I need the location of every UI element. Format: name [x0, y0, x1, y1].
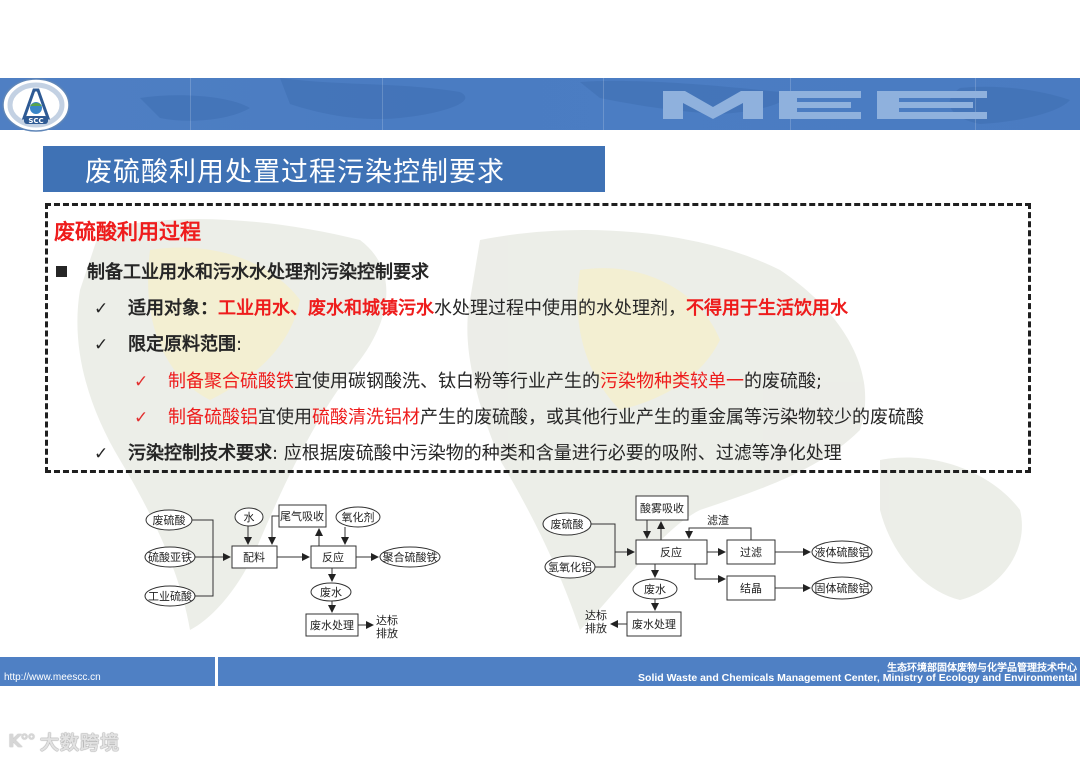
node-industrial-acid: 工业硫酸	[148, 589, 192, 603]
item-text: 产生的废硫酸，或其他行业产生的重金属等污染物较少的废硫酸	[420, 407, 924, 428]
highlight-text: 不得用于生活饮用水	[686, 298, 848, 319]
node-treatment: 废水处理	[632, 617, 676, 631]
check-icon: ✓	[94, 299, 109, 319]
node-treatment: 废水处理	[310, 618, 354, 632]
item-pollution-control: ✓ 污染控制技术要求: 应根据废硫酸中污染物的种类和含量进行必要的吸附、过滤等净化…	[94, 442, 842, 466]
logo-text: SCC	[28, 117, 43, 125]
node-wastewater: 废水	[644, 582, 666, 596]
node-aluminum-hydroxide: 氢氧化铝	[548, 560, 592, 574]
footer-left-panel: http://www.meescc.cn	[0, 657, 215, 686]
node-waste-acid: 废硫酸	[153, 513, 186, 527]
node-ferrous-sulfate: 硫酸亚铁	[148, 550, 192, 564]
highlight-text: 制备硫酸铝	[168, 407, 258, 428]
item-text: 水处理过程中使用的水处理剂，	[434, 298, 686, 319]
node-reaction: 反应	[660, 545, 682, 559]
check-icon: ✓	[134, 372, 149, 392]
item-text: 的废硫酸;	[744, 371, 823, 392]
footer-right-panel: 生态环境部固体废物与化学品管理技术中心 Solid Waste and Chem…	[218, 657, 1080, 686]
check-icon: ✓	[94, 444, 109, 464]
letter-e	[779, 91, 861, 119]
node-wastewater: 废水	[320, 585, 342, 599]
footer-org-en: Solid Waste and Chemicals Management Cen…	[638, 672, 1077, 684]
header-banner	[0, 78, 1080, 130]
item-applicable-scope: ✓ 适用对象：工业用水、废水和城镇污水水处理过程中使用的水处理剂，不得用于生活饮用…	[94, 297, 848, 321]
node-waste-acid: 废硫酸	[551, 517, 584, 531]
check-icon: ✓	[134, 408, 149, 428]
banner-divider	[382, 78, 383, 130]
node-crystallization: 结晶	[740, 582, 762, 595]
node-mixing: 配料	[243, 550, 265, 564]
watermark-text: 大数跨境	[39, 732, 120, 754]
highlight-text: 污染物种类较单一	[600, 371, 744, 392]
node-filter-residue: 滤渣	[707, 513, 729, 527]
item-raw-material-scope: ✓ 限定原料范围:	[94, 333, 242, 357]
banner-divider	[190, 78, 191, 130]
section-title: 废硫酸利用过程	[54, 220, 201, 244]
node-product: 聚合硫酸铁	[383, 550, 438, 564]
letter-m	[663, 91, 763, 119]
node-reaction: 反应	[322, 550, 344, 564]
highlight-text: 硫酸清洗铝材	[312, 407, 420, 428]
node-water: 水	[244, 511, 255, 524]
footer-bar: http://www.meescc.cn 生态环境部固体废物与化学品管理技术中心…	[0, 657, 1080, 686]
node-discharge: 达标	[376, 613, 398, 627]
item-text: 宜使用碳钢酸洗、钛白粉等行业产生的	[294, 371, 600, 392]
mee-banner-letters	[663, 91, 987, 119]
sub-item-ferric: ✓ 制备聚合硫酸铁宜使用碳钢酸洗、钛白粉等行业产生的污染物种类较单一的废硫酸;	[134, 370, 822, 394]
node-discharge: 排放	[585, 621, 607, 635]
highlight-text: 工业用水、废水和城镇污水	[218, 298, 434, 319]
ferric-sulfate-flow-diagram: 废硫酸 硫酸亚铁 工业硫酸 水 尾气吸收 氧化剂 配料 反应 聚合硫酸铁 废水 …	[144, 504, 441, 640]
main-bullet-text: 制备工业用水和污水水处理剂污染控制要求	[87, 262, 429, 283]
item-label: 污染控制技术要求	[128, 443, 272, 464]
square-bullet-icon	[56, 266, 67, 277]
node-filtration: 过滤	[740, 546, 762, 559]
item-label: 适用对象：	[128, 298, 218, 319]
slide-title-bar: 废硫酸利用处置过程污染控制要求	[43, 146, 605, 192]
scc-logo: SCC	[2, 78, 70, 132]
banner-divider	[975, 78, 976, 130]
item-text: : 应根据废硫酸中污染物的种类和含量进行必要的吸附、过滤等净化处理	[272, 443, 842, 464]
item-label: 限定原料范围	[128, 334, 236, 355]
footer-url[interactable]: http://www.meescc.cn	[4, 672, 101, 683]
content-frame: 废硫酸利用过程 制备工业用水和污水水处理剂污染控制要求 ✓ 适用对象：工业用水、废…	[45, 203, 1031, 473]
node-acid-mist: 酸雾吸收	[640, 501, 684, 515]
node-tail-gas: 尾气吸收	[280, 509, 324, 523]
item-suffix: :	[236, 334, 243, 355]
check-icon: ✓	[94, 335, 109, 355]
banner-divider	[603, 78, 604, 130]
main-bullet: 制备工业用水和污水水处理剂污染控制要求	[56, 261, 429, 285]
node-liquid-product: 液体硫酸铝	[815, 545, 870, 559]
watermark: K°° 大数跨境	[8, 728, 120, 755]
node-solid-product: 固体硫酸铝	[815, 581, 870, 595]
aluminum-sulfate-flow-diagram: 废硫酸 氢氧化铝 酸雾吸收 滤渣 反应 过滤 液体硫酸铝 结晶 固体硫酸铝 废水…	[542, 495, 873, 637]
node-oxidant: 氧化剂	[342, 510, 375, 524]
node-discharge: 达标	[585, 608, 607, 622]
item-text: 宜使用	[258, 407, 312, 428]
highlight-text: 制备聚合硫酸铁	[168, 371, 294, 392]
footer-org-cn: 生态环境部固体废物与化学品管理技术中心	[887, 663, 1077, 674]
letter-e	[877, 91, 987, 119]
slide-title: 废硫酸利用处置过程污染控制要求	[85, 156, 505, 188]
node-discharge: 排放	[376, 626, 398, 640]
sub-item-alum: ✓ 制备硫酸铝宜使用硫酸清洗铝材产生的废硫酸，或其他行业产生的重金属等污染物较少的…	[134, 406, 924, 430]
watermark-logo-icon: K°°	[8, 731, 36, 752]
